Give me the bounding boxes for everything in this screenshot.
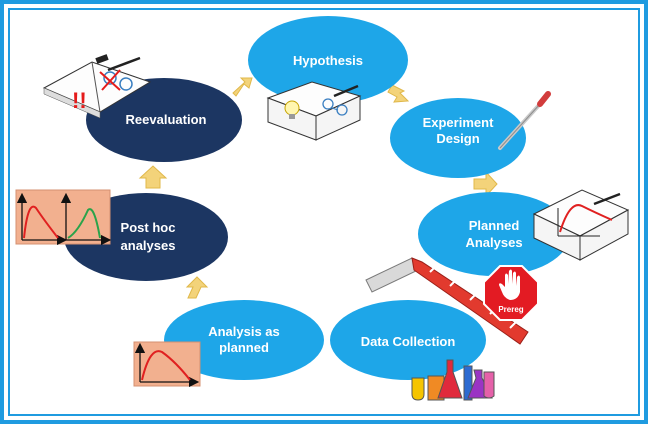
prereg-stop-sign: Prereg <box>483 265 539 321</box>
hypothesis-label: Hypothesis <box>293 53 363 68</box>
arrow-reeval-to-hypothesis <box>232 77 253 97</box>
node-hypothesis[interactable]: Hypothesis <box>248 16 408 104</box>
node-data-collection[interactable]: Data Collection <box>330 300 486 380</box>
hypothesis-ellipse <box>248 16 408 104</box>
planned-analyses-ellipse <box>418 192 570 276</box>
post-hoc-label-2: analyses <box>121 238 176 253</box>
ruler-icon <box>365 257 529 345</box>
hypothesis-notebook-icon <box>266 81 362 141</box>
arrow-analysis-to-posthoc <box>185 276 209 299</box>
node-planned-analyses[interactable]: Planned Analyses <box>418 192 570 276</box>
post-hoc-label-1: Post hoc <box>121 220 176 235</box>
arrow-posthoc-to-reeval <box>138 165 168 189</box>
inner-frame <box>8 8 640 416</box>
arrow-hypothesis-to-design <box>387 84 410 103</box>
planned-analyses-label-2: Analyses <box>465 235 522 250</box>
analysis-plot-icon <box>133 341 201 388</box>
flow-arrows <box>138 77 498 299</box>
arrow-design-to-planned <box>473 170 498 198</box>
node-reevaluation[interactable]: Reevaluation <box>86 78 242 162</box>
reevaluation-label: Reevaluation <box>126 112 207 127</box>
pipette-icon <box>498 91 551 150</box>
lab-flasks-icon <box>411 359 495 401</box>
analysis-as-planned-label-2: planned <box>219 340 269 355</box>
analysis-as-planned-label-1: Analysis as <box>208 324 280 339</box>
experiment-design-label-1: Experiment <box>423 115 494 130</box>
exclamation-marks: !! <box>72 88 87 113</box>
experiment-design-label-2: Design <box>436 131 479 146</box>
node-experiment-design[interactable]: Experiment Design <box>390 98 526 178</box>
node-analysis-as-planned[interactable]: Analysis as planned <box>164 300 324 380</box>
reevaluation-ellipse <box>86 78 242 162</box>
data-collection-label: Data Collection <box>361 334 456 349</box>
experiment-design-ellipse <box>390 98 526 178</box>
reevaluation-notebook-icon: !! <box>42 54 152 119</box>
planned-notebook-icon <box>532 189 630 261</box>
prereg-label: Prereg <box>498 305 523 314</box>
planned-analyses-label-1: Planned <box>469 218 520 233</box>
analysis-as-planned-ellipse <box>164 300 324 380</box>
post-hoc-plots-icon <box>15 189 112 246</box>
